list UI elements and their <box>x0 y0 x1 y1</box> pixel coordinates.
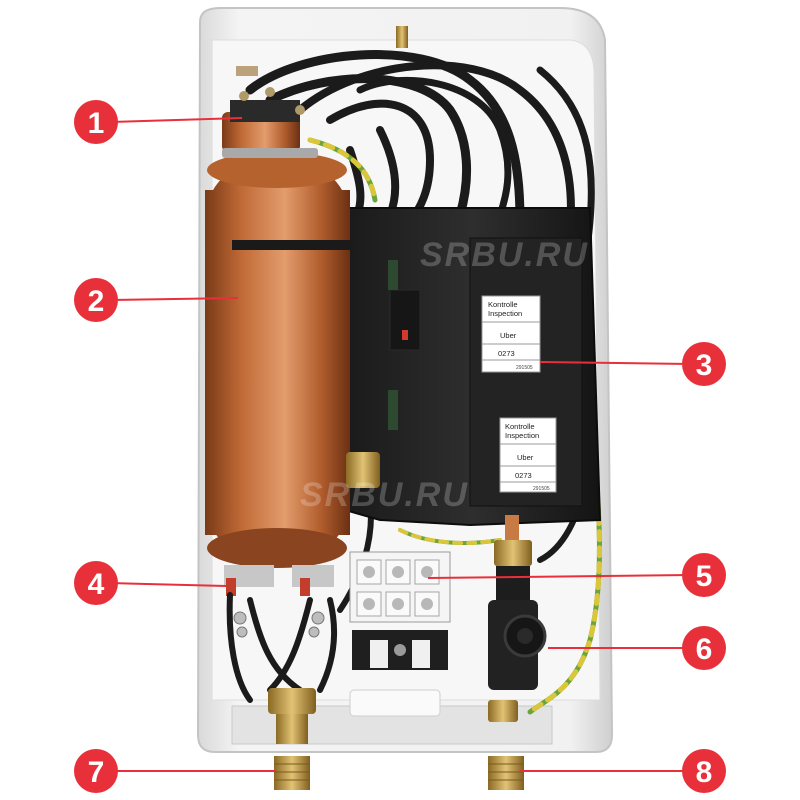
inspection-card-lower: Kontrolle Inspection Uber 0273 291505 <box>499 417 557 493</box>
callout-6: 6 <box>682 626 726 670</box>
card-title-line2: Inspection <box>505 431 539 440</box>
callout-3: 3 <box>682 342 726 386</box>
card-small-code: 291505 <box>516 365 533 371</box>
callout-number: 7 <box>88 756 105 789</box>
lug-connectors <box>233 611 325 638</box>
callout-number: 5 <box>696 560 713 593</box>
watermark-upper: SRBU.RU <box>420 236 589 274</box>
leader-line-5 <box>427 574 691 579</box>
callout-number: 6 <box>696 633 713 666</box>
callout-number: 2 <box>88 285 105 318</box>
callout-8: 8 <box>682 749 726 793</box>
callout-number: 8 <box>696 756 713 789</box>
leader-lines <box>109 117 691 772</box>
callout-5: 5 <box>682 553 726 597</box>
card-field-label: Uber <box>517 453 534 462</box>
top-pipe-stub <box>396 26 408 48</box>
top-terminal-connectors <box>230 66 305 122</box>
bottom-recess <box>349 689 441 717</box>
leader-line-2 <box>109 297 239 301</box>
callout-1: 1 <box>74 100 118 144</box>
hot-water-outlet-fitting <box>488 756 524 790</box>
inspection-card-upper: Kontrolle Inspection Uber 0273 291505 <box>481 295 541 373</box>
callout-number: 3 <box>696 349 713 382</box>
copper-heating-tank <box>205 112 352 568</box>
bottom-tank-terminals <box>224 565 334 596</box>
callout-number: 1 <box>88 107 105 140</box>
terminal-block <box>349 551 451 670</box>
card-title-line1: Kontrolle <box>505 422 535 431</box>
card-title-line1: Kontrolle <box>488 300 518 309</box>
callout-7: 7 <box>74 749 118 793</box>
card-small-code: 291505 <box>533 486 550 492</box>
card-title-line2: Inspection <box>488 309 522 318</box>
leader-line-3 <box>539 361 691 365</box>
watermark-lower: SRBU.RU <box>300 476 469 514</box>
tank-side-fitting <box>346 452 380 488</box>
card-code: 0273 <box>498 349 515 358</box>
lower-cables <box>226 592 338 703</box>
cold-water-inlet-fitting <box>268 688 316 790</box>
card-code: 0273 <box>515 471 532 480</box>
callout-2: 2 <box>74 278 118 322</box>
water-flow-assembly <box>488 515 547 722</box>
leader-line-4 <box>109 582 227 587</box>
callout-4: 4 <box>74 561 118 605</box>
callout-number: 4 <box>88 568 105 601</box>
leader-line-1 <box>109 117 243 123</box>
card-field-label: Uber <box>500 331 517 340</box>
